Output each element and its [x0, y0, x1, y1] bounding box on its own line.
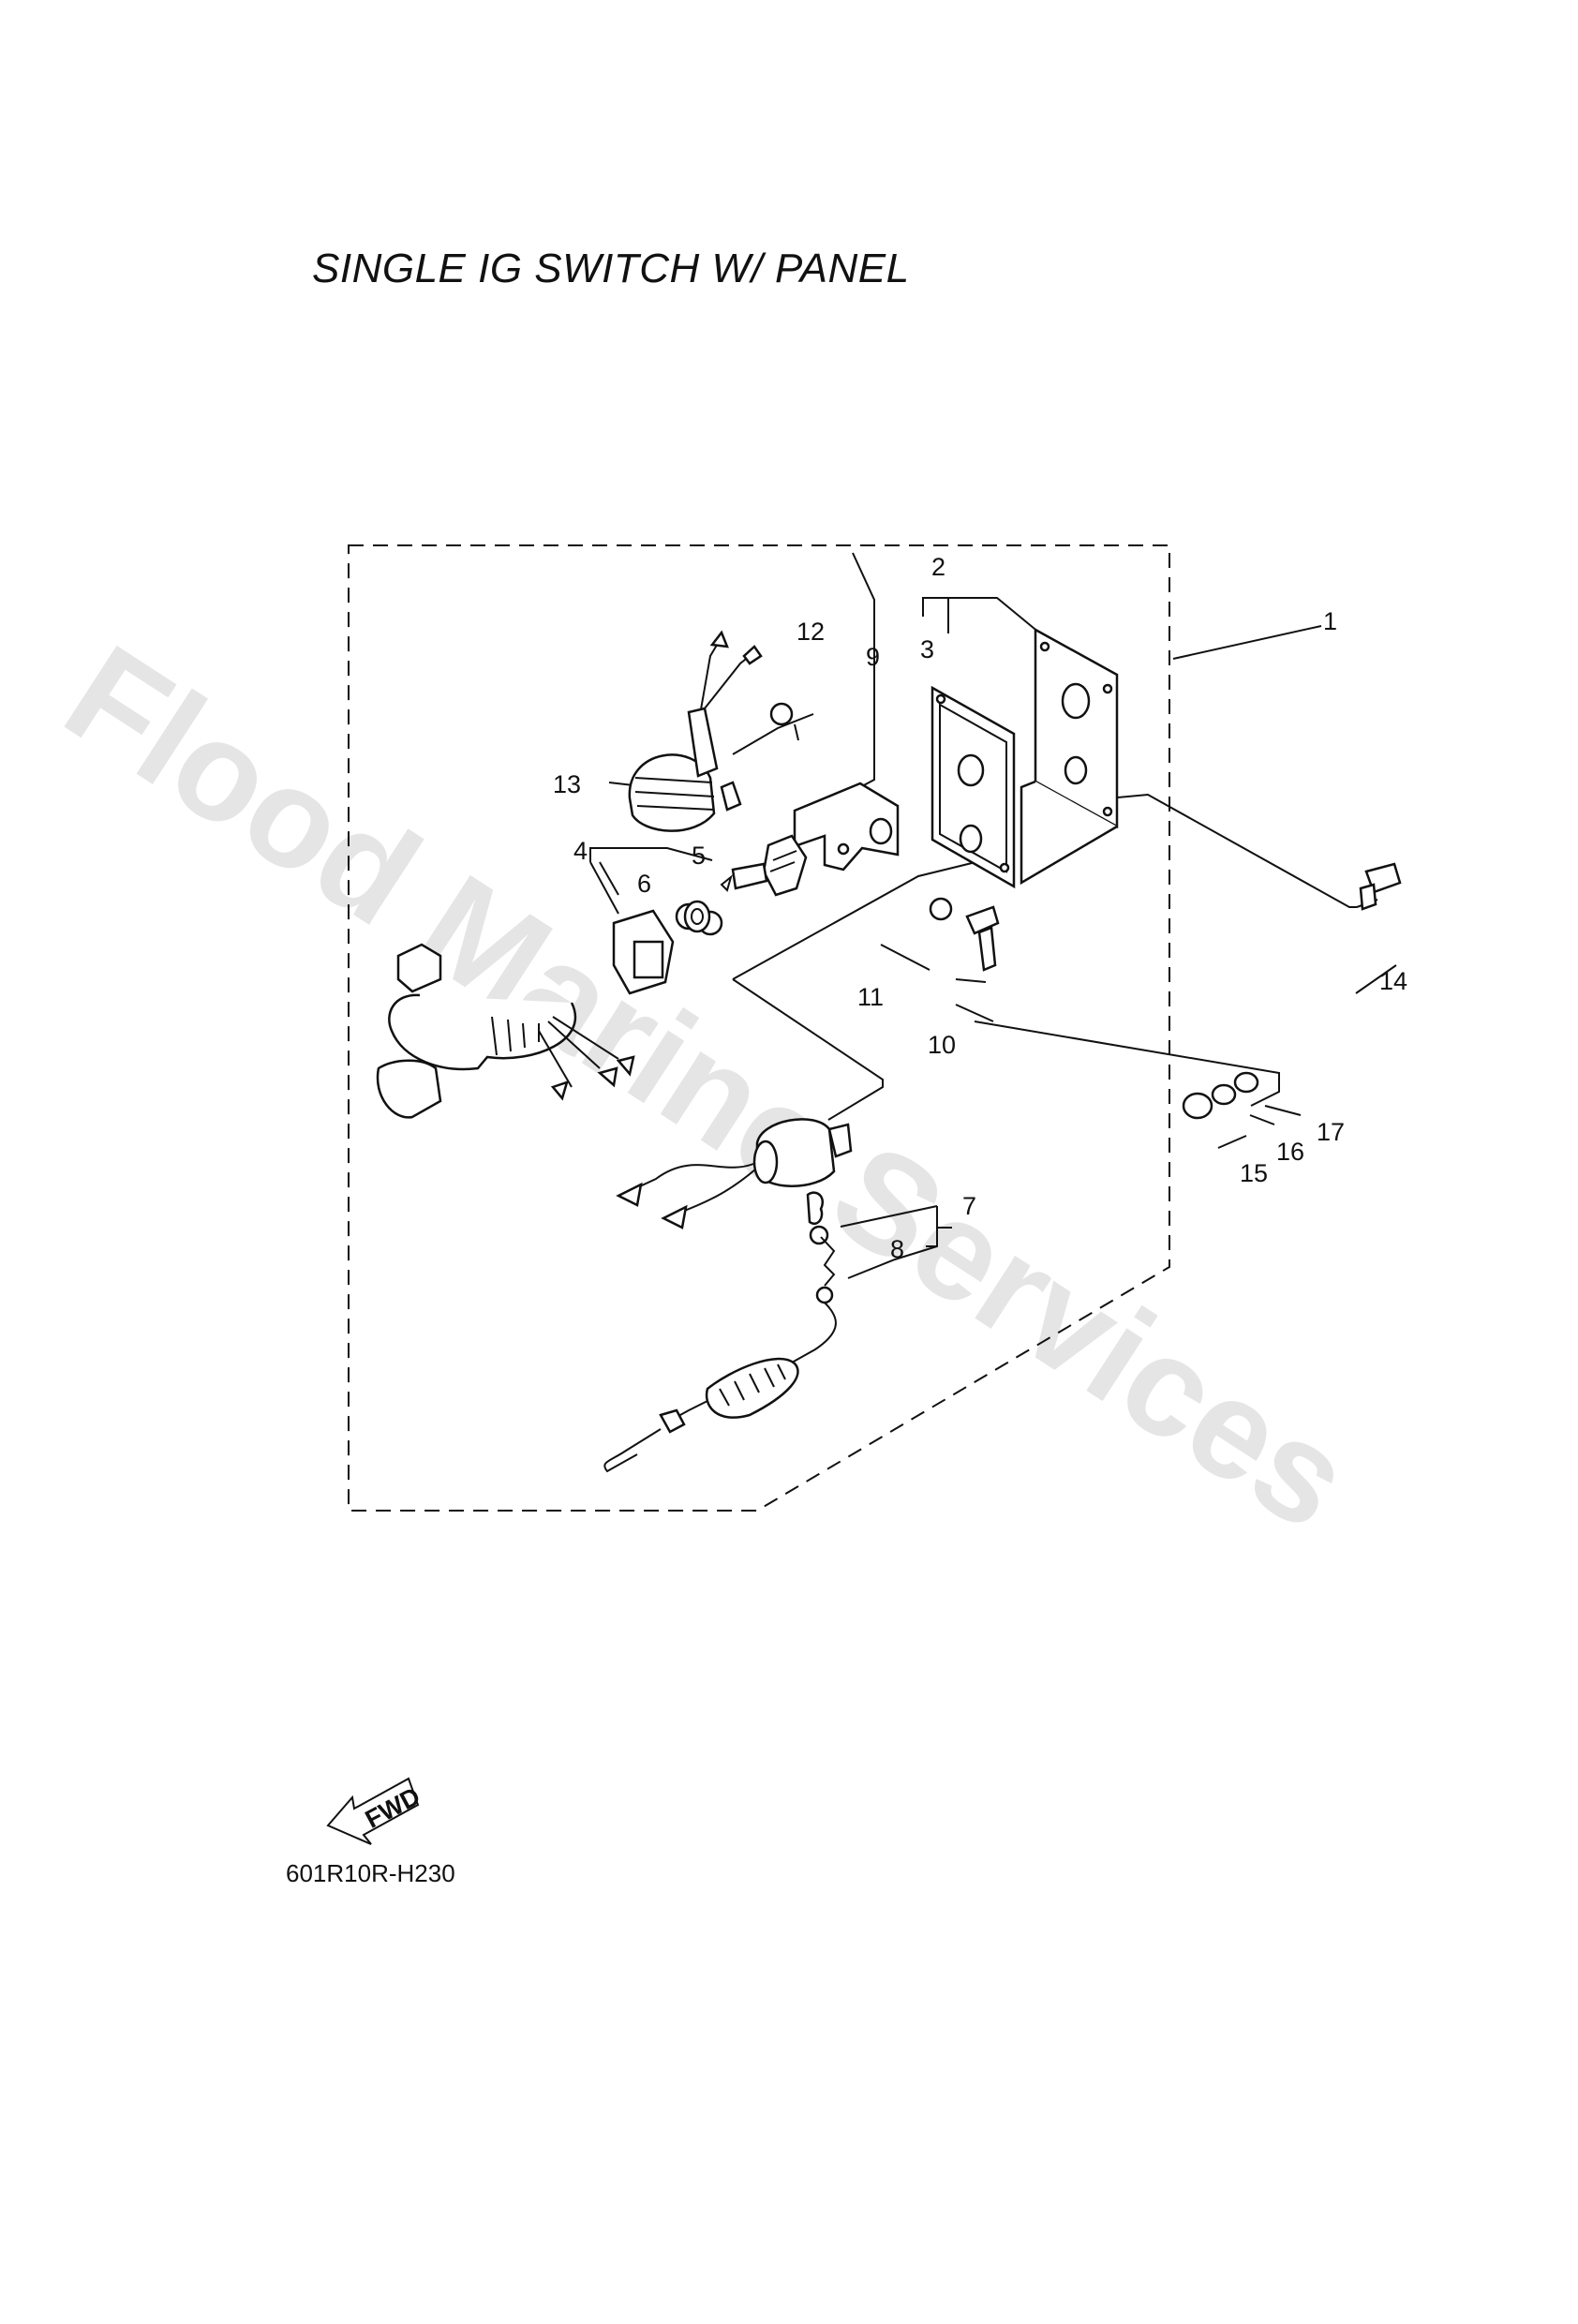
drawing-code: 601R10R-H230 [286, 1859, 455, 1887]
callout-numbers: 1 2 3 4 5 6 7 8 9 10 11 12 13 14 15 16 1… [553, 553, 1407, 1263]
panel-nut-washers [1182, 1071, 1259, 1120]
callout-11: 11 [857, 983, 884, 1011]
outer-panel-part [1020, 627, 1119, 886]
main-switch-harness-part [376, 902, 723, 1119]
callout-1: 1 [1323, 607, 1337, 635]
callout-13: 13 [553, 770, 581, 798]
lock-washer-part [929, 897, 953, 921]
rubber-boot-part [628, 630, 794, 832]
fwd-arrow-icon: FWD [326, 1777, 424, 1845]
assembly-boundary [348, 544, 1170, 1512]
callout-7: 7 [962, 1192, 976, 1220]
screw-part [965, 905, 1000, 972]
callout-2: 2 [931, 553, 945, 581]
callout-5: 5 [692, 842, 706, 870]
diagram-title: SINGLE IG SWITCH W/ PANEL [312, 246, 910, 291]
bracket-part [793, 782, 900, 872]
ignition-key-part [720, 834, 808, 897]
callout-6: 6 [637, 870, 651, 898]
fwd-badge-text: FWD [361, 1781, 424, 1833]
callout-15: 15 [1240, 1159, 1268, 1187]
stop-switch-part [616, 1118, 853, 1229]
callout-17: 17 [1317, 1118, 1345, 1146]
callout-9: 9 [866, 643, 880, 671]
panel-screw-part [1359, 862, 1402, 911]
callout-16: 16 [1276, 1138, 1304, 1166]
callout-10: 10 [928, 1031, 956, 1059]
callout-3: 3 [920, 635, 934, 663]
callout-8: 8 [890, 1235, 904, 1263]
inner-plate-part [930, 685, 1016, 889]
lanyard-cord-part [603, 1191, 837, 1473]
callout-4: 4 [573, 837, 588, 865]
callout-12: 12 [796, 618, 825, 646]
small-hardware-parts [929, 862, 1402, 1120]
callout-14: 14 [1379, 967, 1407, 995]
switch-nut-part [683, 900, 711, 933]
